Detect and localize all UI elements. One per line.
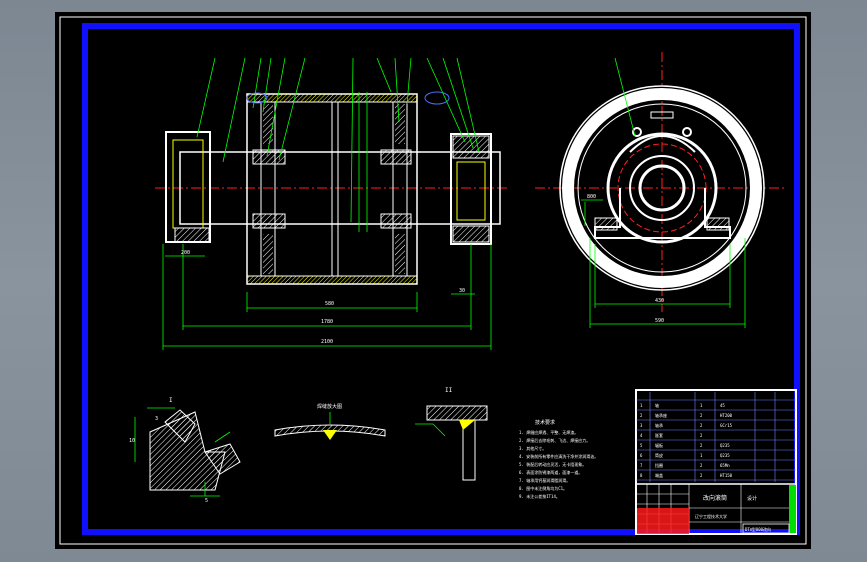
title-company: 辽宁工程技术大学 — [695, 513, 727, 519]
part-row-5-name: 辐板 — [655, 442, 663, 448]
part-row-5-no: 5 — [640, 443, 643, 448]
detail-a-dim-1: 3 — [155, 416, 158, 422]
dim-right-hub: 30 — [459, 288, 465, 294]
part-row-2-mat: HT200 — [720, 413, 733, 418]
dim-front-580: 580 — [325, 301, 334, 307]
part-row-6-qty: 1 — [700, 453, 703, 458]
detail-c-label: II — [445, 387, 453, 394]
part-row-5-qty: 2 — [700, 443, 703, 448]
title-designer: 设计 — [747, 495, 757, 502]
part-row-2-qty: 2 — [700, 413, 703, 418]
section-b-label: 焊缝放大图 — [317, 403, 342, 410]
part-row-6-mat: Q235 — [720, 453, 730, 458]
part-row-1-name: 轴 — [655, 402, 659, 408]
dim-front-2100: 2100 — [321, 339, 333, 345]
part-row-8-no: 8 — [640, 473, 643, 478]
dim-side-height: 800 — [587, 194, 596, 200]
detail-view-a: I 3 10 5 — [129, 397, 241, 504]
detail-a-dim-3: 5 — [205, 498, 208, 504]
dim-side-590: 590 — [655, 318, 664, 324]
tech-note-5: 5. 装配后转动应灵活，无卡阻现象。 — [519, 461, 586, 467]
part-row-8-name: 端盖 — [655, 472, 663, 478]
part-row-7-mat: 65Mn — [720, 463, 730, 468]
tech-notes: 技术要求 1. 焊缝应焊透、平整、无焊渣。 2. 焊接后去除毛刺、飞边、焊接应力… — [519, 419, 598, 499]
detail-a-dim-2: 10 — [129, 438, 135, 444]
part-row-3-no: 3 — [640, 423, 643, 428]
tech-note-1: 1. 焊缝应焊透、平整、无焊渣。 — [519, 429, 578, 435]
part-row-7-no: 7 — [640, 463, 643, 468]
dim-front-1780: 1780 — [321, 319, 333, 325]
part-row-4-name: 胀套 — [655, 432, 663, 438]
weld-section-view: 焊缝放大图 — [274, 403, 386, 440]
cad-viewport[interactable]: 580 1780 2100 200 30 — [55, 12, 811, 549]
part-row-3-qty: 2 — [700, 423, 703, 428]
part-row-8-mat: HT150 — [720, 473, 733, 478]
tech-note-6: 6. 表面涂防锈漆两道，面漆一道。 — [519, 469, 582, 475]
tech-note-4: 4. 安装前所有零件应清洗干净并涂润滑油。 — [519, 453, 598, 459]
tech-note-9: 9. 未注公差按IT14。 — [519, 493, 560, 499]
part-row-1-no: 1 — [640, 403, 643, 408]
part-row-7-name: 挡圈 — [655, 462, 663, 468]
title-part-name: 改向滚筒 — [703, 494, 727, 502]
tech-notes-title: 技术要求 — [535, 419, 555, 426]
tech-note-2: 2. 焊接后去除毛刺、飞边、焊接应力。 — [519, 437, 590, 443]
sheet-frame-blue — [82, 23, 800, 535]
detail-a-label: I — [169, 397, 173, 404]
part-row-2-name: 轴承座 — [655, 412, 667, 418]
part-row-4-no: 4 — [640, 433, 643, 438]
title-drawing-number: DTⅡ型800改向 — [745, 526, 771, 532]
front-view: 580 1780 2100 200 30 — [155, 57, 510, 350]
side-view: 430 590 800 — [535, 52, 785, 328]
part-row-1-mat: 45 — [720, 403, 725, 408]
part-row-1-qty: 1 — [700, 403, 703, 408]
part-row-3-mat: GCr15 — [720, 423, 733, 428]
tech-note-3: 3. 其他尺寸。 — [519, 445, 546, 451]
part-row-8-qty: 2 — [700, 473, 703, 478]
part-row-3-name: 轴承 — [655, 422, 663, 428]
part-row-2-no: 2 — [640, 413, 643, 418]
part-row-6-no: 6 — [640, 453, 643, 458]
dim-side-430: 430 — [655, 298, 664, 304]
part-row-5-mat: Q235 — [720, 443, 730, 448]
part-row-4-qty: 2 — [700, 433, 703, 438]
cad-drawing: 580 1780 2100 200 30 — [59, 16, 807, 545]
title-block: 1 轴 1 45 2 轴承座 2 HT200 3 轴承 2 GCr15 4 胀套… — [635, 389, 797, 535]
tech-note-7: 7. 轴承用钙基润滑脂润滑。 — [519, 477, 570, 483]
dim-left-hub: 200 — [181, 250, 190, 256]
detail-view-c: II — [415, 387, 488, 481]
part-row-6-name: 筒皮 — [655, 452, 663, 458]
tech-note-8: 8. 图中未注倒角均为C1。 — [519, 485, 567, 491]
part-row-7-qty: 2 — [700, 463, 703, 468]
sheet-border-outer — [59, 16, 807, 545]
